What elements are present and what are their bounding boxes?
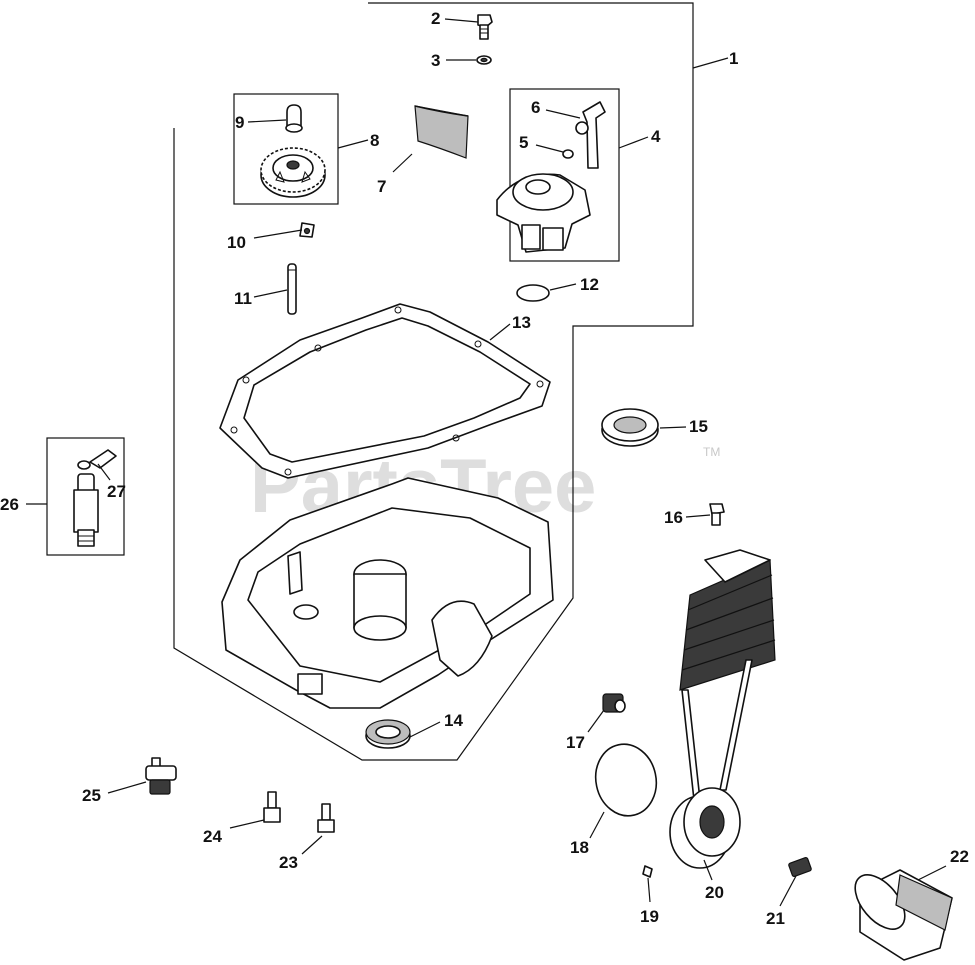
- o-ring-part-12: [516, 284, 550, 302]
- callout-10: 10: [227, 233, 246, 252]
- callout-27: 27: [107, 482, 126, 501]
- oil-sensor-box-26: [46, 437, 125, 556]
- callout-12: 12: [580, 275, 599, 294]
- callout-24: 24: [203, 827, 222, 846]
- fitting-part-17: [602, 693, 626, 713]
- callout-11: 11: [234, 289, 252, 308]
- pickup-part-6: [575, 101, 606, 169]
- bearing-part-7: [414, 105, 469, 159]
- oil-cooler: [679, 549, 776, 801]
- callout-25: 25: [82, 786, 101, 805]
- callout-6: 6: [531, 98, 540, 117]
- callout-14: 14: [444, 711, 463, 730]
- clip-part-27: [77, 449, 117, 470]
- callout-2: 2: [431, 9, 440, 28]
- assembly-outline-1: [173, 2, 694, 761]
- callout-19: 19: [640, 907, 659, 926]
- callout-9: 9: [235, 113, 244, 132]
- callout-17: 17: [566, 733, 585, 752]
- oil-sensor-part-26: [73, 473, 99, 547]
- adapter-part-20: [669, 787, 741, 869]
- callout-23: 23: [279, 853, 298, 872]
- gasket-part-13: [219, 303, 551, 479]
- shaft-part-11: [287, 263, 297, 315]
- pin-part-9: [285, 104, 303, 133]
- drain-plug-part-25: [145, 757, 177, 795]
- callout-7: 7: [377, 177, 386, 196]
- callout-20: 20: [705, 883, 724, 902]
- callout-15: 15: [689, 417, 708, 436]
- fitting-part-21: [788, 856, 812, 878]
- oil-pump-box-4: [509, 88, 620, 262]
- oil-pump-part-4: [496, 173, 591, 253]
- gear-part-8: [260, 147, 326, 198]
- callout-16: 16: [664, 508, 683, 527]
- oil-filter-part-22: [854, 869, 953, 961]
- bolt-part-23: [317, 803, 335, 833]
- seal-part-14: [365, 719, 411, 749]
- o-ring-part-5: [562, 149, 574, 159]
- bolt-part-2: [477, 14, 493, 40]
- callout-4: 4: [651, 127, 661, 146]
- callout-22: 22: [950, 847, 969, 866]
- washer-part-3: [476, 55, 492, 65]
- o-ring-part-18: [594, 743, 658, 817]
- callout-5: 5: [519, 133, 528, 152]
- callout-8: 8: [370, 131, 379, 150]
- screw-part-19: [642, 865, 653, 878]
- bolt-part-16: [709, 503, 725, 526]
- callout-13: 13: [512, 313, 531, 332]
- callout-21: 21: [766, 909, 785, 928]
- callout-26: 26: [0, 495, 19, 514]
- callout-18: 18: [570, 838, 589, 857]
- callout-3: 3: [431, 51, 440, 70]
- leader-lines: [26, 18, 947, 907]
- trademark-mark: TM: [703, 445, 720, 459]
- oil-pan-body: [221, 477, 554, 709]
- bolt-part-24: [263, 791, 281, 823]
- gear-box-8: [233, 93, 339, 205]
- washer-part-10: [299, 222, 315, 238]
- seal-part-15: [601, 408, 659, 447]
- callout-1: 1: [729, 49, 738, 68]
- callouts: 1 2 3 4 5 6 7 8 9 10 11 12 13 14 15 16 1…: [0, 9, 969, 928]
